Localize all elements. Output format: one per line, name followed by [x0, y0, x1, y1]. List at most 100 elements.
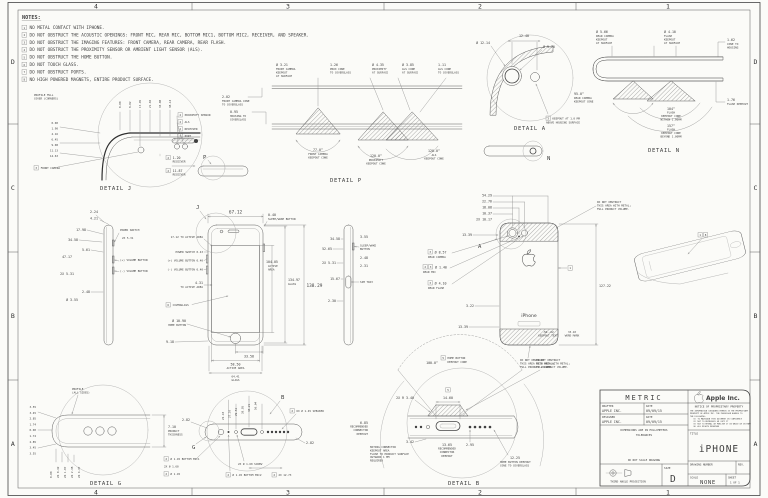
- callout-num: 4: [179, 120, 181, 124]
- profile-dim: 0.00: [30, 428, 37, 432]
- detail-g-left-dims: 3.55 3.45 2.85 1.74 0.00 1.74 2.85 3.45 …: [30, 405, 57, 455]
- note-line: OUTWARD 1 MM: [370, 455, 390, 459]
- dim-value: 1.26: [330, 63, 338, 67]
- angle-label: BEYOND 1.00MM: [660, 135, 681, 139]
- mating-connector-note: MATING CONNECTOR KEEPOUT AREA FLUSH TO P…: [370, 445, 409, 463]
- dim-lv-5: 5.61: [82, 248, 90, 252]
- dim-label: COVERGLASS: [230, 118, 247, 122]
- dim-active-height-label1: ACTIVE: [268, 264, 278, 268]
- note-5-num: 5: [23, 55, 25, 59]
- note-7-text: DO NOT OBSTRUCT PORTS.: [30, 69, 87, 75]
- front-camera-dot: [219, 229, 224, 234]
- note-line: THIS AREA WITH METAL;: [597, 204, 631, 208]
- title-block: METRIC DRAFTER APPLE INC. DATE 09/09/15 …: [599, 389, 752, 487]
- dim-value: Ø 4.10: [664, 29, 676, 34]
- dim-value: 2.02: [222, 95, 230, 99]
- detail-j-receiver-dims: 2 1.20 RECEIVER 2 11.87 RECEIVER: [165, 155, 195, 177]
- dim-glass-height-label: GLASS: [288, 282, 296, 286]
- bottom-edge-body: [204, 423, 303, 441]
- dim-value: 0.95: [230, 110, 238, 114]
- angle-value: 120.0°: [428, 149, 440, 153]
- right-side-body: [343, 224, 354, 346]
- profile-note-line1: PROFILE FULL: [34, 93, 54, 97]
- dim-value: Ø 3.85: [402, 62, 414, 67]
- dim-thickness-label1: PRODUCT: [168, 429, 180, 433]
- date-label-1: DATE: [646, 404, 653, 408]
- dim-active-width: 58.50: [231, 363, 241, 367]
- callout-num: 1: [699, 233, 701, 237]
- dim-front-width: 67.12: [229, 210, 243, 216]
- callout-num: 3: [547, 116, 549, 120]
- label-to-active-top: 17.12 TO ACTIVE AREA: [171, 235, 204, 239]
- detail-p-label-prox-cone: 1.26 PROX CONE TO COVERGLASS: [330, 63, 351, 75]
- keepout-text-dims: .56-.62 KEEPOUT TEXT 33.10 WORD MARK: [538, 330, 579, 338]
- company-name: Apple Inc.: [706, 395, 740, 402]
- back-note-bottom: DO NOT OBSTRUCT THIS AREA WITH METAL; FU…: [520, 346, 554, 369]
- profile-dim: 3.45: [30, 411, 37, 415]
- angle-label: FLASH: [667, 128, 675, 132]
- notice-line: (3) NOT TO REVEAL OR PUBLISH IT IN WHOLE…: [693, 423, 752, 426]
- section-n-source: N: [483, 140, 550, 162]
- dim-bottom-282-left: 2.82: [182, 418, 190, 422]
- dim-keepout-text-label: KEEPOUT TEXT: [538, 334, 558, 338]
- dim-rv-4: 15.67: [330, 277, 340, 281]
- callout-num: 2: [165, 472, 167, 476]
- angle-label: REAR CAMERA: [574, 96, 592, 100]
- dim-label: KEEPOUT: [664, 38, 676, 42]
- dim-label: FLASH: [664, 34, 672, 38]
- back-body: [499, 222, 559, 346]
- drawing-number-label: DRAWING NUMBER: [690, 463, 713, 467]
- front-screen: [211, 245, 260, 333]
- mic1-callout-stack: 2 Ø 1.45 BOTTOM MIC1 2X Ø 1.60 2 Ø 1.45: [163, 436, 220, 476]
- callout-num: 2: [179, 127, 181, 131]
- callout-front-camera: FRONT CAMERA: [41, 166, 61, 170]
- dim-glass-width-label: GLASS: [231, 378, 239, 382]
- profile-x-dim: 2X 0.42: [56, 466, 60, 478]
- dim-connector-width: 5 14.60: [435, 387, 460, 420]
- label-lv-volp: (+) VOLUME BUTTON: [120, 258, 148, 262]
- callout-proximity-sensor: PROXIMITY SENSOR: [185, 113, 211, 117]
- cone-label: KEEPOUT CONE: [447, 360, 467, 364]
- detail-j-marker: J: [196, 205, 200, 211]
- sleep-wake-button: [262, 243, 265, 252]
- zone-row-a-right: A: [753, 440, 757, 448]
- detail-n-angle-95: 95.0° REAR CAMERA KEEPOUT CONE: [574, 92, 594, 104]
- zone-row-c-right: C: [753, 184, 757, 192]
- rear-mic-callout: 2 3 Ø 1.40 REAR MIC: [422, 237, 518, 274]
- angle-label: FLASH: [667, 111, 675, 115]
- notice-body: THE INFORMATION CONTAINED HEREIN IS THE …: [690, 410, 752, 429]
- speaker-hole: [286, 430, 290, 434]
- dim-home-cone-coverglass: 12.25 HOME BUTTON KEEPOUT CONE TO COVERG…: [493, 430, 531, 468]
- detail-b-caption: DETAIL B: [448, 481, 480, 487]
- label-lv-power: POWER SWITCH: [120, 228, 140, 232]
- zone-row-b-left: B: [11, 312, 15, 320]
- speaker-hole: [83, 426, 93, 436]
- dims-note-1: DIMENSIONS ARE IN MILLIMETERS: [621, 428, 668, 432]
- dim-keepout-text: .56-.62: [542, 330, 554, 334]
- note-4-num: 4: [23, 48, 25, 52]
- mic-hole: [414, 425, 418, 429]
- notice-line: PROPERTY OF APPLE INC. THE POSSESSOR AGR…: [690, 412, 743, 415]
- dim-value: 14.60: [443, 396, 453, 400]
- dim-value: 6.85: [360, 421, 368, 425]
- left-side-view: 2.24 4.21 17.98 34.58 5.61 47.17 2X 5.31…: [60, 210, 148, 346]
- front-body: [207, 224, 264, 346]
- detail-n-angle-104: 104° FLASH KEEPOUT CONE WITHIN 1.00MM: [660, 107, 681, 122]
- angle-label: KEEPOUT CONE: [574, 100, 594, 104]
- dim-rear-mic: Ø 1.40: [435, 264, 447, 269]
- dim-j-left-7: 14.63: [50, 154, 58, 158]
- dim-9-18: 9.18: [166, 340, 174, 344]
- note-text: KEEPOUT AT 1.0 MM: [552, 117, 580, 121]
- note-item: 4 DO NOT OBSTRUCT THE PROXIMITY SENSOR O…: [21, 47, 203, 53]
- metric-label: METRIC: [625, 394, 662, 402]
- callout-num: 2: [167, 156, 169, 160]
- callout-num: 2: [227, 473, 229, 477]
- side-volume-up: [112, 255, 115, 264]
- zone-col-4-bottom: 4: [94, 489, 98, 497]
- detail-p-label-als-cg: 1.11 ALS CONE TO COVERGLASS: [438, 63, 459, 75]
- dim-rv-1: 34.58: [330, 237, 340, 241]
- left-side-body: [103, 224, 114, 346]
- note-item: 2 DO NOT OBSTRUCT THE ACOUSTIC OPENINGS:…: [21, 32, 309, 38]
- dim-thickness: 7.10: [168, 425, 176, 429]
- angle-value: 104°: [667, 107, 675, 111]
